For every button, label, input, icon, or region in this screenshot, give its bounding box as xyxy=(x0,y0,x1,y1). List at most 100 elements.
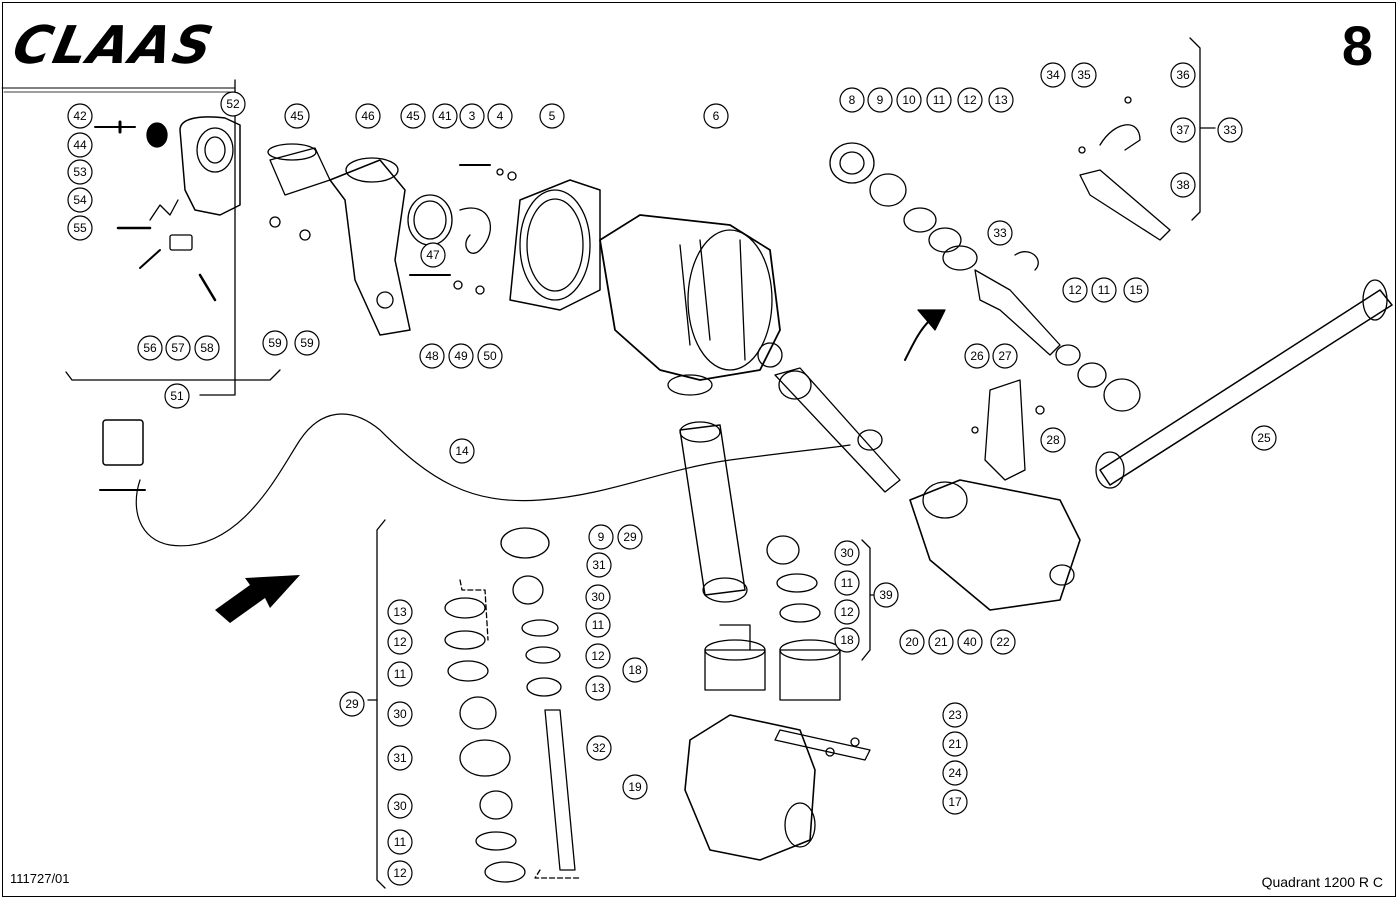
callout-circle xyxy=(585,612,611,638)
callout-circle xyxy=(487,103,513,129)
callout-circle xyxy=(67,103,93,129)
callout-label: 12 xyxy=(393,635,407,649)
shaft-33 xyxy=(974,269,1061,356)
callout-label: 39 xyxy=(879,588,893,602)
callout-c24: 24 xyxy=(942,760,968,786)
callout-label: 27 xyxy=(998,349,1012,363)
callout-c29a: 29 xyxy=(617,524,643,550)
callout-circle xyxy=(194,335,220,361)
callout-circle xyxy=(67,132,93,158)
callout-label: 57 xyxy=(171,341,185,355)
callout-label: 40 xyxy=(963,635,977,649)
callout-c47: 47 xyxy=(420,242,446,268)
callout-circle xyxy=(990,629,1016,655)
callout-label: 28 xyxy=(1046,433,1060,447)
hub-18-right xyxy=(779,649,841,701)
callout-c8: 8 xyxy=(839,87,865,113)
callout-c3: 3 xyxy=(459,103,485,129)
callout-label: 14 xyxy=(455,444,469,458)
callout-label: 55 xyxy=(73,221,87,235)
bearing-15 xyxy=(1103,378,1141,412)
callout-c42: 42 xyxy=(67,103,93,129)
callout-label: 34 xyxy=(1046,68,1060,82)
callout-circle xyxy=(387,793,413,819)
callout-c33a: 33 xyxy=(1217,117,1243,143)
callout-label: 3 xyxy=(469,109,476,123)
callout-circle xyxy=(834,570,860,596)
callout-label: 24 xyxy=(948,766,962,780)
callout-circle xyxy=(387,701,413,727)
gearbox-19 xyxy=(684,714,816,861)
gearbox-22 xyxy=(909,479,1081,611)
callout-label: 59 xyxy=(300,336,314,350)
callout-circle xyxy=(834,599,860,625)
callout-circle xyxy=(896,87,922,113)
callout-label: 37 xyxy=(1176,123,1190,137)
callout-circle xyxy=(622,657,648,683)
callout-circle xyxy=(617,524,643,550)
spring-54 xyxy=(149,199,179,221)
callout-label: 33 xyxy=(993,226,1007,240)
callout-circle xyxy=(1123,277,1149,303)
callout-label: 54 xyxy=(73,193,87,207)
sensor-plug xyxy=(102,419,144,466)
callout-label: 49 xyxy=(454,349,468,363)
callout-label: 30 xyxy=(591,590,605,604)
callout-label: 11 xyxy=(1098,283,1111,297)
callout-label: 22 xyxy=(996,635,1010,649)
callout-c46: 46 xyxy=(355,103,381,129)
bearing-31-lower xyxy=(459,739,511,777)
callout-circle xyxy=(387,829,413,855)
callout-label: 11 xyxy=(841,576,854,590)
callout-label: 11 xyxy=(592,618,605,632)
callout-label: 45 xyxy=(290,109,304,123)
callout-c20: 20 xyxy=(899,629,925,655)
callout-c26: 26 xyxy=(964,343,990,369)
callout-label: 4 xyxy=(497,109,504,123)
callout-circle xyxy=(1251,425,1277,451)
callout-c28: 28 xyxy=(1040,427,1066,453)
callout-c13c: 13 xyxy=(387,599,413,625)
main-gearbox xyxy=(599,214,781,381)
callout-circle xyxy=(867,87,893,113)
callout-c54: 54 xyxy=(67,187,93,213)
callout-circle xyxy=(387,860,413,886)
callout-label: 13 xyxy=(591,681,605,695)
callout-label: 5 xyxy=(549,109,556,123)
callout-label: 38 xyxy=(1176,178,1190,192)
callout-circle xyxy=(1170,62,1196,88)
callout-circle xyxy=(1170,172,1196,198)
callout-c53: 53 xyxy=(67,159,93,185)
callout-circle xyxy=(942,789,968,815)
callout-label: 53 xyxy=(73,165,87,179)
callout-c11d: 11 xyxy=(834,570,860,596)
callout-label: 46 xyxy=(361,109,375,123)
callout-label: 26 xyxy=(970,349,984,363)
callout-c11a: 11 xyxy=(926,87,952,113)
callout-label: 30 xyxy=(393,707,407,721)
callout-c15: 15 xyxy=(1123,277,1149,303)
callout-c34: 34 xyxy=(1040,62,1066,88)
callout-circle xyxy=(992,343,1018,369)
callout-c40: 40 xyxy=(957,629,983,655)
callout-c12a: 12 xyxy=(957,87,983,113)
sensor-block-57 xyxy=(169,234,193,251)
callout-c41: 41 xyxy=(432,103,458,129)
bearing-31-top xyxy=(500,527,550,559)
callout-circle xyxy=(67,215,93,241)
callout-circle xyxy=(448,343,474,369)
callout-label: 41 xyxy=(438,109,452,123)
callout-circle xyxy=(420,242,446,268)
callout-circle xyxy=(294,330,320,356)
callout-circle xyxy=(1091,277,1117,303)
bracket-group-39 xyxy=(861,539,871,661)
callout-label: 6 xyxy=(713,109,720,123)
vertical-shaft-29 xyxy=(679,424,746,596)
callout-c39: 39 xyxy=(873,582,899,608)
callout-label: 25 xyxy=(1257,431,1271,445)
callout-label: 20 xyxy=(905,635,919,649)
callout-c21a: 21 xyxy=(928,629,954,655)
callout-c33b: 33 xyxy=(987,220,1013,246)
